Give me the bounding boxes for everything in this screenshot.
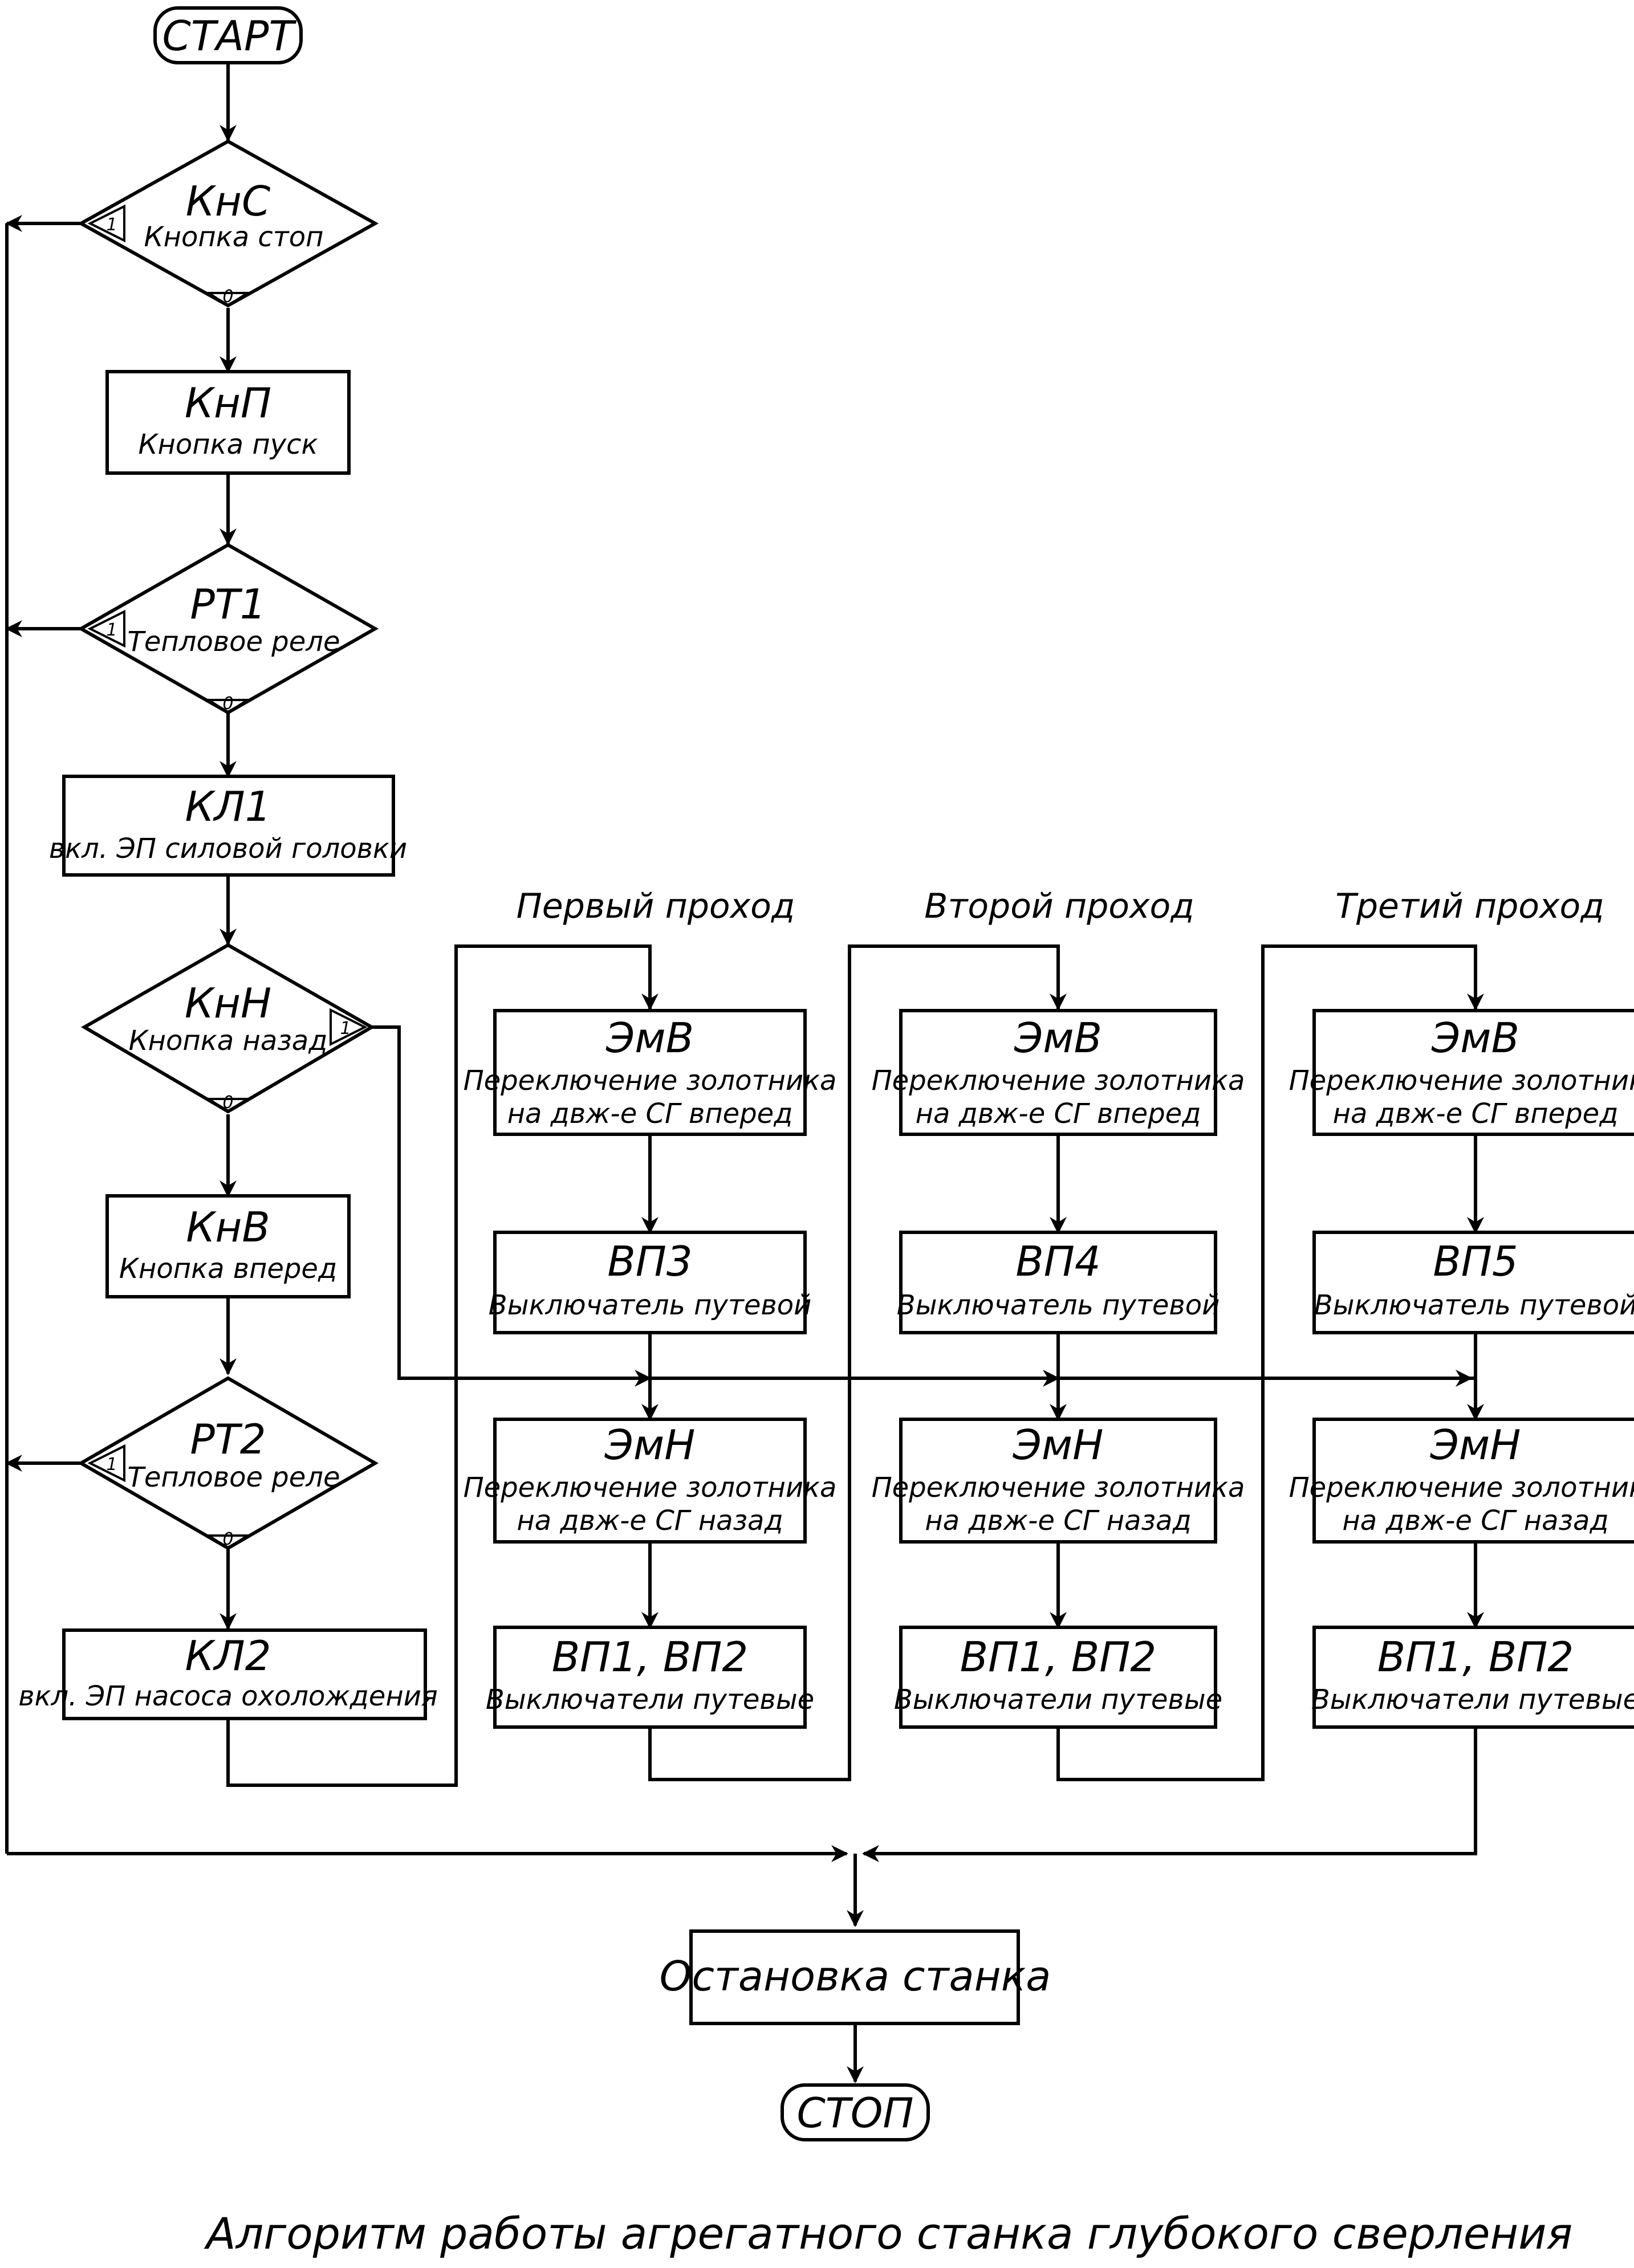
pass-block-limit-switch: ВП5 Выключатель путевой [1312, 1231, 1634, 1334]
block-line: на двж-е СГ назад [517, 1505, 783, 1537]
block-title: ВП3 [607, 1237, 692, 1285]
block-line: Выключатели путевые [1311, 1684, 1634, 1716]
process-knp: КнП Кнопка пуск [105, 370, 351, 475]
decision-subtitle: Тепловое реле [128, 1461, 340, 1493]
connector-lines [5, 64, 1484, 2083]
process-kl1: КЛ1 вкл. ЭП силовой головки [49, 775, 407, 877]
branch-one-flag: 1 [106, 215, 117, 235]
block-line: Переключение золотника [872, 1065, 1245, 1097]
start-terminator: СТАРТ [153, 6, 303, 64]
block-line: Переключение золотника [464, 1472, 837, 1504]
block-line: Выключатель путевой [1314, 1289, 1634, 1321]
pass-heading: Второй проход [924, 886, 1194, 926]
block-line: на двж-е СГ назад [925, 1505, 1191, 1537]
block-line: Переключение золотника [464, 1065, 837, 1097]
decision-subtitle: Тепловое реле [128, 626, 340, 658]
pass-heading: Первый проход [517, 886, 795, 926]
block-line: Выключатель путевой [489, 1289, 812, 1321]
pass-block-emn: ЭмН Переключение золотника на двж-е СГ н… [464, 1418, 837, 1544]
pass-heading: Третий проход [1335, 886, 1604, 926]
start-label: СТАРТ [162, 12, 297, 60]
branch-zero-flag: 0 [222, 1529, 233, 1549]
pass-block-vp1-vp2: ВП1, ВП2 Выключатели путевые [894, 1626, 1222, 1729]
process-subtitle: Кнопка пуск [138, 429, 318, 461]
final-block-label: Остановка станка [660, 1952, 1051, 2000]
pass-block-limit-switch: ВП3 Выключатель путевой [489, 1231, 812, 1334]
process-subtitle: Кнопка вперед [119, 1253, 337, 1285]
decision-title: КнН [185, 979, 271, 1027]
stop-terminator: СТОП [781, 2083, 930, 2141]
block-line: Выключатель путевой [897, 1289, 1220, 1321]
block-line: Выключатели путевые [894, 1684, 1222, 1716]
block-title: ВП4 [1015, 1237, 1100, 1285]
decision-subtitle: Кнопка назад [129, 1025, 328, 1057]
decision-title: РТ1 [190, 580, 266, 628]
block-line: Переключение золотника [1289, 1065, 1634, 1097]
block-line: на двж-е СГ вперед [1333, 1098, 1619, 1130]
branch-zero-flag: 0 [222, 694, 233, 714]
decision-kns: КнС Кнопка стоп 1 0 [77, 139, 379, 308]
block-line: Переключение золотника [1289, 1472, 1634, 1504]
pass-block-emv: ЭмВ Переключение золотника на двж-е СГ в… [872, 1009, 1245, 1136]
decision-rt2: РТ2 Тепловое реле 1 0 [78, 1376, 379, 1550]
branch-zero-flag: 0 [222, 287, 233, 307]
process-kl2: КЛ2 вкл. ЭП насоса охолождения [18, 1628, 438, 1720]
pass-third: Третий проход ЭмВ Переключение золотника… [1289, 886, 1634, 1729]
pass-block-vp1-vp2: ВП1, ВП2 Выключатели путевые [486, 1626, 814, 1729]
process-title: КнВ [186, 1203, 270, 1251]
pass-block-emv: ЭмВ Переключение золотника на двж-е СГ в… [1289, 1009, 1634, 1136]
process-subtitle: вкл. ЭП насоса охолождения [18, 1680, 438, 1712]
branch-one-flag: 1 [106, 1455, 117, 1475]
block-title: ЭмН [604, 1421, 696, 1469]
process-title: КнП [185, 379, 271, 427]
block-title: ВП1, ВП2 [552, 1633, 748, 1681]
pass-block-emn: ЭмН Переключение золотника на двж-е СГ н… [872, 1418, 1245, 1544]
block-line: на двж-е СГ вперед [916, 1098, 1201, 1130]
pass-block-vp1-vp2: ВП1, ВП2 Выключатели путевые [1311, 1626, 1634, 1729]
block-line: на двж-е СГ назад [1342, 1505, 1608, 1537]
diagram-caption: Алгоритм работы агрегатного станка глубо… [204, 2208, 1573, 2259]
left-column: КнС Кнопка стоп 1 0 КнП Кнопка пуск РТ1 … [18, 139, 438, 1720]
decision-subtitle: Кнопка стоп [144, 221, 324, 253]
pass-block-limit-switch: ВП4 Выключатель путевой [897, 1231, 1220, 1334]
block-line: Переключение золотника [872, 1472, 1245, 1504]
process-subtitle: вкл. ЭП силовой головки [49, 833, 407, 865]
block-title: ЭмН [1430, 1421, 1521, 1469]
pass-first: Первый проход ЭмВ Переключение золотника… [464, 886, 837, 1729]
pass-block-emn: ЭмН Переключение золотника на двж-е СГ н… [1289, 1418, 1634, 1544]
block-title: ЭмВ [605, 1014, 694, 1062]
block-title: ВП5 [1433, 1237, 1518, 1285]
branch-one-flag: 1 [106, 620, 117, 640]
branch-zero-flag: 0 [222, 1093, 233, 1113]
pass-second: Второй проход ЭмВ Переключение золотника… [872, 886, 1245, 1729]
pass-block-emv: ЭмВ Переключение золотника на двж-е СГ в… [464, 1009, 837, 1136]
process-knv: КнВ Кнопка вперед [105, 1194, 351, 1298]
block-title: ЭмН [1013, 1421, 1104, 1469]
block-title: ВП1, ВП2 [1377, 1633, 1574, 1681]
decision-title: КнС [186, 177, 271, 225]
decision-title: РТ2 [190, 1415, 266, 1463]
block-line: Выключатели путевые [486, 1684, 814, 1716]
process-title: КЛ1 [185, 783, 271, 830]
block-title: ЭмВ [1431, 1014, 1519, 1062]
process-title: КЛ2 [185, 1632, 271, 1680]
decision-rt1: РТ1 Тепловое реле 1 0 [77, 543, 379, 715]
branch-one-flag: 1 [340, 1019, 351, 1039]
decision-knn: КнН Кнопка назад 1 0 [81, 943, 375, 1114]
block-line: на двж-е СГ вперед [507, 1098, 793, 1130]
machine-stop-block: Остановка станка [660, 1929, 1051, 2025]
block-title: ЭмВ [1014, 1014, 1102, 1062]
stop-label: СТОП [796, 2089, 913, 2137]
block-title: ВП1, ВП2 [960, 1633, 1156, 1681]
